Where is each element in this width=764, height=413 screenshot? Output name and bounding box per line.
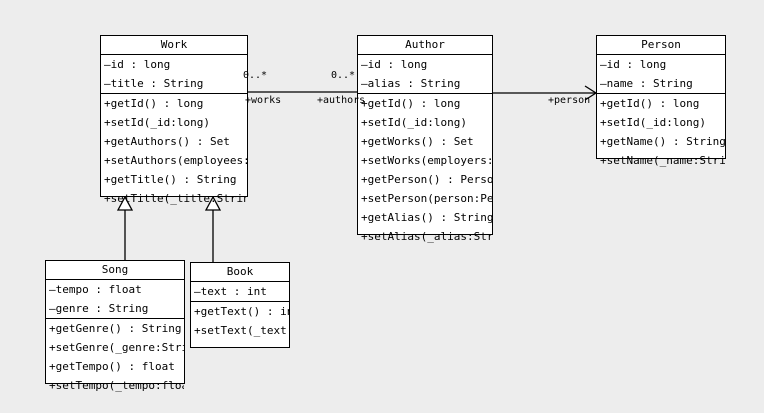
operation-row: +setId(_id:long) <box>104 116 210 129</box>
attributes-compartment-song: –tempo : float –genre : String <box>46 280 184 319</box>
role-label-person: +person <box>548 95 591 106</box>
role-label-authors: +authors <box>317 95 366 106</box>
operation-row: +getTempo() : float <box>49 360 175 373</box>
class-name-song: Song <box>46 261 184 280</box>
class-box-author[interactable]: Author –id : long –alias : String +getId() … <box>357 35 493 243</box>
attribute-row: –alias : String <box>361 77 461 90</box>
attributes-compartment-book: –text : int <box>191 282 289 302</box>
operations-compartment-song: +getGenre() : String +setGenre(_genre:Str… <box>46 319 184 395</box>
operation-row: +setName(_name:String) <box>600 154 725 167</box>
role-label-works: +works <box>245 95 282 106</box>
attribute-row: –title : String <box>104 77 204 90</box>
operation-row: +setTempo(_tempo:float) <box>49 379 184 392</box>
operation-row: +getId() : long <box>361 97 461 110</box>
class-name-author: Author <box>358 36 492 55</box>
class-name-person: Person <box>597 36 725 55</box>
attribute-row: –id : long <box>104 58 171 71</box>
operation-row: +getAuthors() : Set <box>104 135 230 148</box>
attributes-compartment-work: –id : long –title : String <box>101 55 247 94</box>
operation-row: +setGenre(_genre:String) <box>49 341 184 354</box>
operation-row: +setAuthors(employees:Set) <box>104 154 247 167</box>
attribute-row: –id : long <box>361 58 428 71</box>
attribute-row: –text : int <box>194 285 267 298</box>
operation-row: +getPerson() : Person <box>361 173 492 186</box>
attribute-row: –genre : String <box>49 302 149 315</box>
class-name-work: Work <box>101 36 247 55</box>
operations-compartment-person: +getId() : long +setId(_id:long) +getName(… <box>597 94 725 170</box>
attribute-row: –id : long <box>600 58 667 71</box>
operation-row: +setTitle(_title:String) <box>104 192 247 205</box>
operation-row: +setText(_text:int) <box>194 324 289 337</box>
operations-compartment-author: +getId() : long +setId(_id:long) +getWorks… <box>358 94 492 246</box>
attribute-row: –name : String <box>600 77 693 90</box>
class-name-book: Book <box>191 263 289 282</box>
operation-row: +setPerson(person:Person) <box>361 192 492 205</box>
operation-row: +getGenre() : String <box>49 322 182 335</box>
operation-row: +setWorks(employers:Set) <box>361 154 492 167</box>
operation-row: +getAlias() : String <box>361 211 492 224</box>
attributes-compartment-author: –id : long –alias : String <box>358 55 492 94</box>
operation-row: +getId() : long <box>104 97 204 110</box>
operation-row: +getText() : int <box>194 305 289 318</box>
attribute-row: –tempo : float <box>49 283 142 296</box>
class-box-song[interactable]: Song –tempo : float –genre : String +getGen… <box>45 260 185 392</box>
operation-row: +getId() : long <box>600 97 700 110</box>
multiplicity-works-source: 0..* <box>243 70 268 81</box>
class-box-work[interactable]: Work –id : long –title : String +getId() : … <box>100 35 248 205</box>
multiplicity-authors-target: 0..* <box>331 70 356 81</box>
operation-row: +getName() : String <box>600 135 725 148</box>
operation-row: +getTitle() : String <box>104 173 237 186</box>
class-box-person[interactable]: Person –id : long –name : String +getId() :… <box>596 35 726 167</box>
attributes-compartment-person: –id : long –name : String <box>597 55 725 94</box>
operation-row: +setId(_id:long) <box>600 116 706 129</box>
operation-row: +setAlias(_alias:String) <box>361 230 492 243</box>
operations-compartment-work: +getId() : long +setId(_id:long) +getAutho… <box>101 94 247 208</box>
class-box-book[interactable]: Book –text : int +getText() : int +setText(… <box>190 262 290 348</box>
operation-row: +setId(_id:long) <box>361 116 467 129</box>
operations-compartment-book: +getText() : int +setText(_text:int) <box>191 302 289 340</box>
operation-row: +getWorks() : Set <box>361 135 474 148</box>
